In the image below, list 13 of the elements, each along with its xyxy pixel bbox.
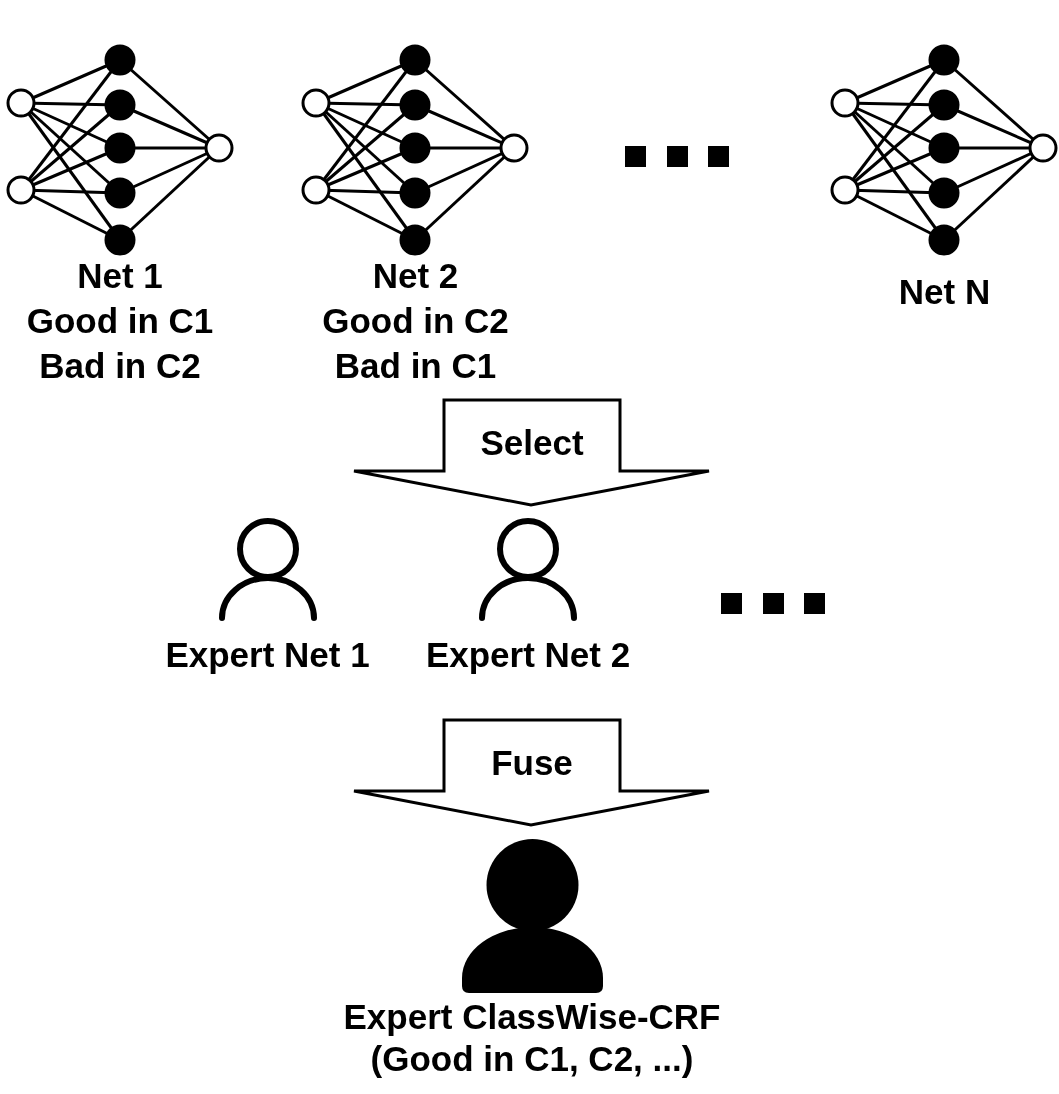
net-name: Net 2 (372, 255, 459, 297)
expert-description: (Good in C1, C2, ...) (370, 1038, 694, 1080)
expert-name: Expert ClassWise-CRF (343, 996, 721, 1038)
net-description: Good in C2 (322, 300, 509, 342)
net-name: Net 1 (77, 255, 163, 297)
net-name: Net N (898, 271, 991, 313)
net-description: Good in C1 (26, 300, 214, 342)
arrow-label: Select (480, 422, 584, 464)
expert-name: Expert Net 1 (165, 634, 370, 676)
net-description: Bad in C1 (334, 345, 497, 387)
arrow-label: Fuse (491, 742, 573, 784)
net-description: Bad in C2 (39, 345, 201, 387)
expert-name: Expert Net 2 (425, 634, 631, 676)
